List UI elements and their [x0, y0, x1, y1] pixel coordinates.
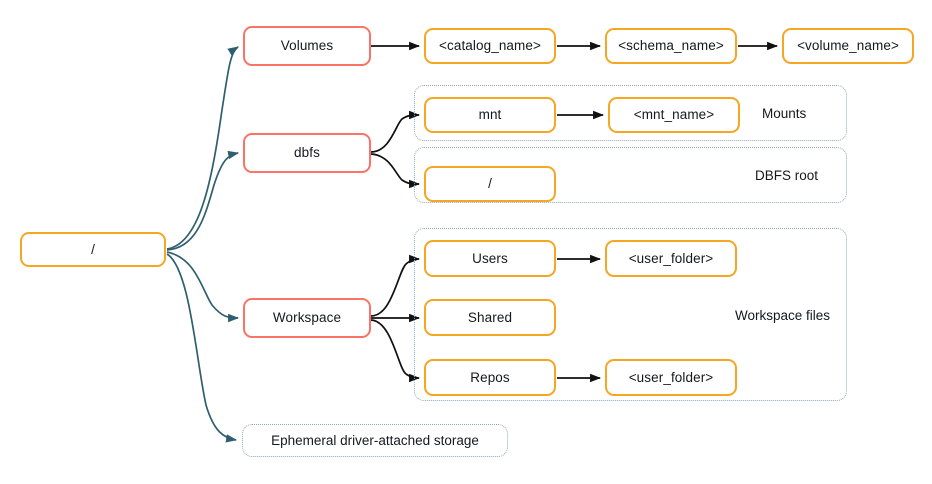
node-catalog-name[interactable]: <catalog_name>	[424, 28, 556, 64]
node-users[interactable]: Users	[424, 240, 556, 277]
node-mnt-name[interactable]: <mnt_name>	[608, 97, 740, 133]
node-dbfs-label: dbfs	[294, 145, 320, 161]
group-workspace-files-label: Workspace files	[735, 308, 831, 323]
node-volumes[interactable]: Volumes	[243, 26, 371, 66]
edge-root-to-ephemeral	[166, 253, 238, 443]
node-ephemeral-storage-label: Ephemeral driver-attached storage	[271, 433, 479, 448]
node-dbfs[interactable]: dbfs	[243, 133, 371, 173]
node-volume-name[interactable]: <volume_name>	[782, 28, 914, 64]
node-volume-name-label: <volume_name>	[797, 38, 899, 54]
node-schema-name-label: <schema_name>	[618, 38, 724, 54]
node-workspace-label: Workspace	[272, 310, 342, 326]
node-users-label: Users	[472, 250, 508, 266]
node-mnt-name-label: <mnt_name>	[633, 107, 715, 123]
edge-workspace-to-users	[370, 254, 421, 317]
group-dbfs-root-label: DBFS root	[755, 168, 819, 183]
node-schema-name[interactable]: <schema_name>	[605, 28, 737, 64]
node-repos-user-folder[interactable]: <user_folder>	[605, 359, 737, 396]
node-root-label: /	[91, 241, 95, 257]
node-repos[interactable]: Repos	[424, 359, 556, 396]
group-mounts-label: Mounts	[762, 106, 807, 121]
node-ephemeral-storage[interactable]: Ephemeral driver-attached storage	[242, 424, 508, 457]
node-shared[interactable]: Shared	[424, 299, 556, 336]
edge-root-to-dbfs	[166, 150, 240, 251]
node-root[interactable]: /	[20, 232, 166, 267]
node-volumes-label: Volumes	[280, 38, 334, 54]
node-dbfs-root-slash-label: /	[488, 176, 492, 192]
node-repos-user-folder-label: <user_folder>	[628, 369, 714, 385]
edge-dbfs-to-dbfsroot	[370, 153, 421, 189]
node-mnt-label: mnt	[478, 107, 502, 123]
root-edges	[166, 46, 240, 443]
node-dbfs-root-slash[interactable]: /	[424, 166, 556, 202]
node-shared-label: Shared	[467, 309, 513, 325]
node-mnt[interactable]: mnt	[424, 97, 556, 133]
edge-root-to-volumes	[166, 46, 239, 250]
node-catalog-name-label: <catalog_name>	[439, 38, 541, 54]
edge-dbfs-to-mnt	[370, 110, 421, 153]
node-repos-label: Repos	[470, 369, 510, 385]
node-users-user-folder-label: <user_folder>	[628, 250, 714, 266]
edge-root-to-workspace	[166, 251, 240, 323]
node-users-user-folder[interactable]: <user_folder>	[605, 240, 737, 277]
edge-workspace-to-repos	[370, 319, 421, 383]
node-workspace[interactable]: Workspace	[243, 298, 371, 338]
